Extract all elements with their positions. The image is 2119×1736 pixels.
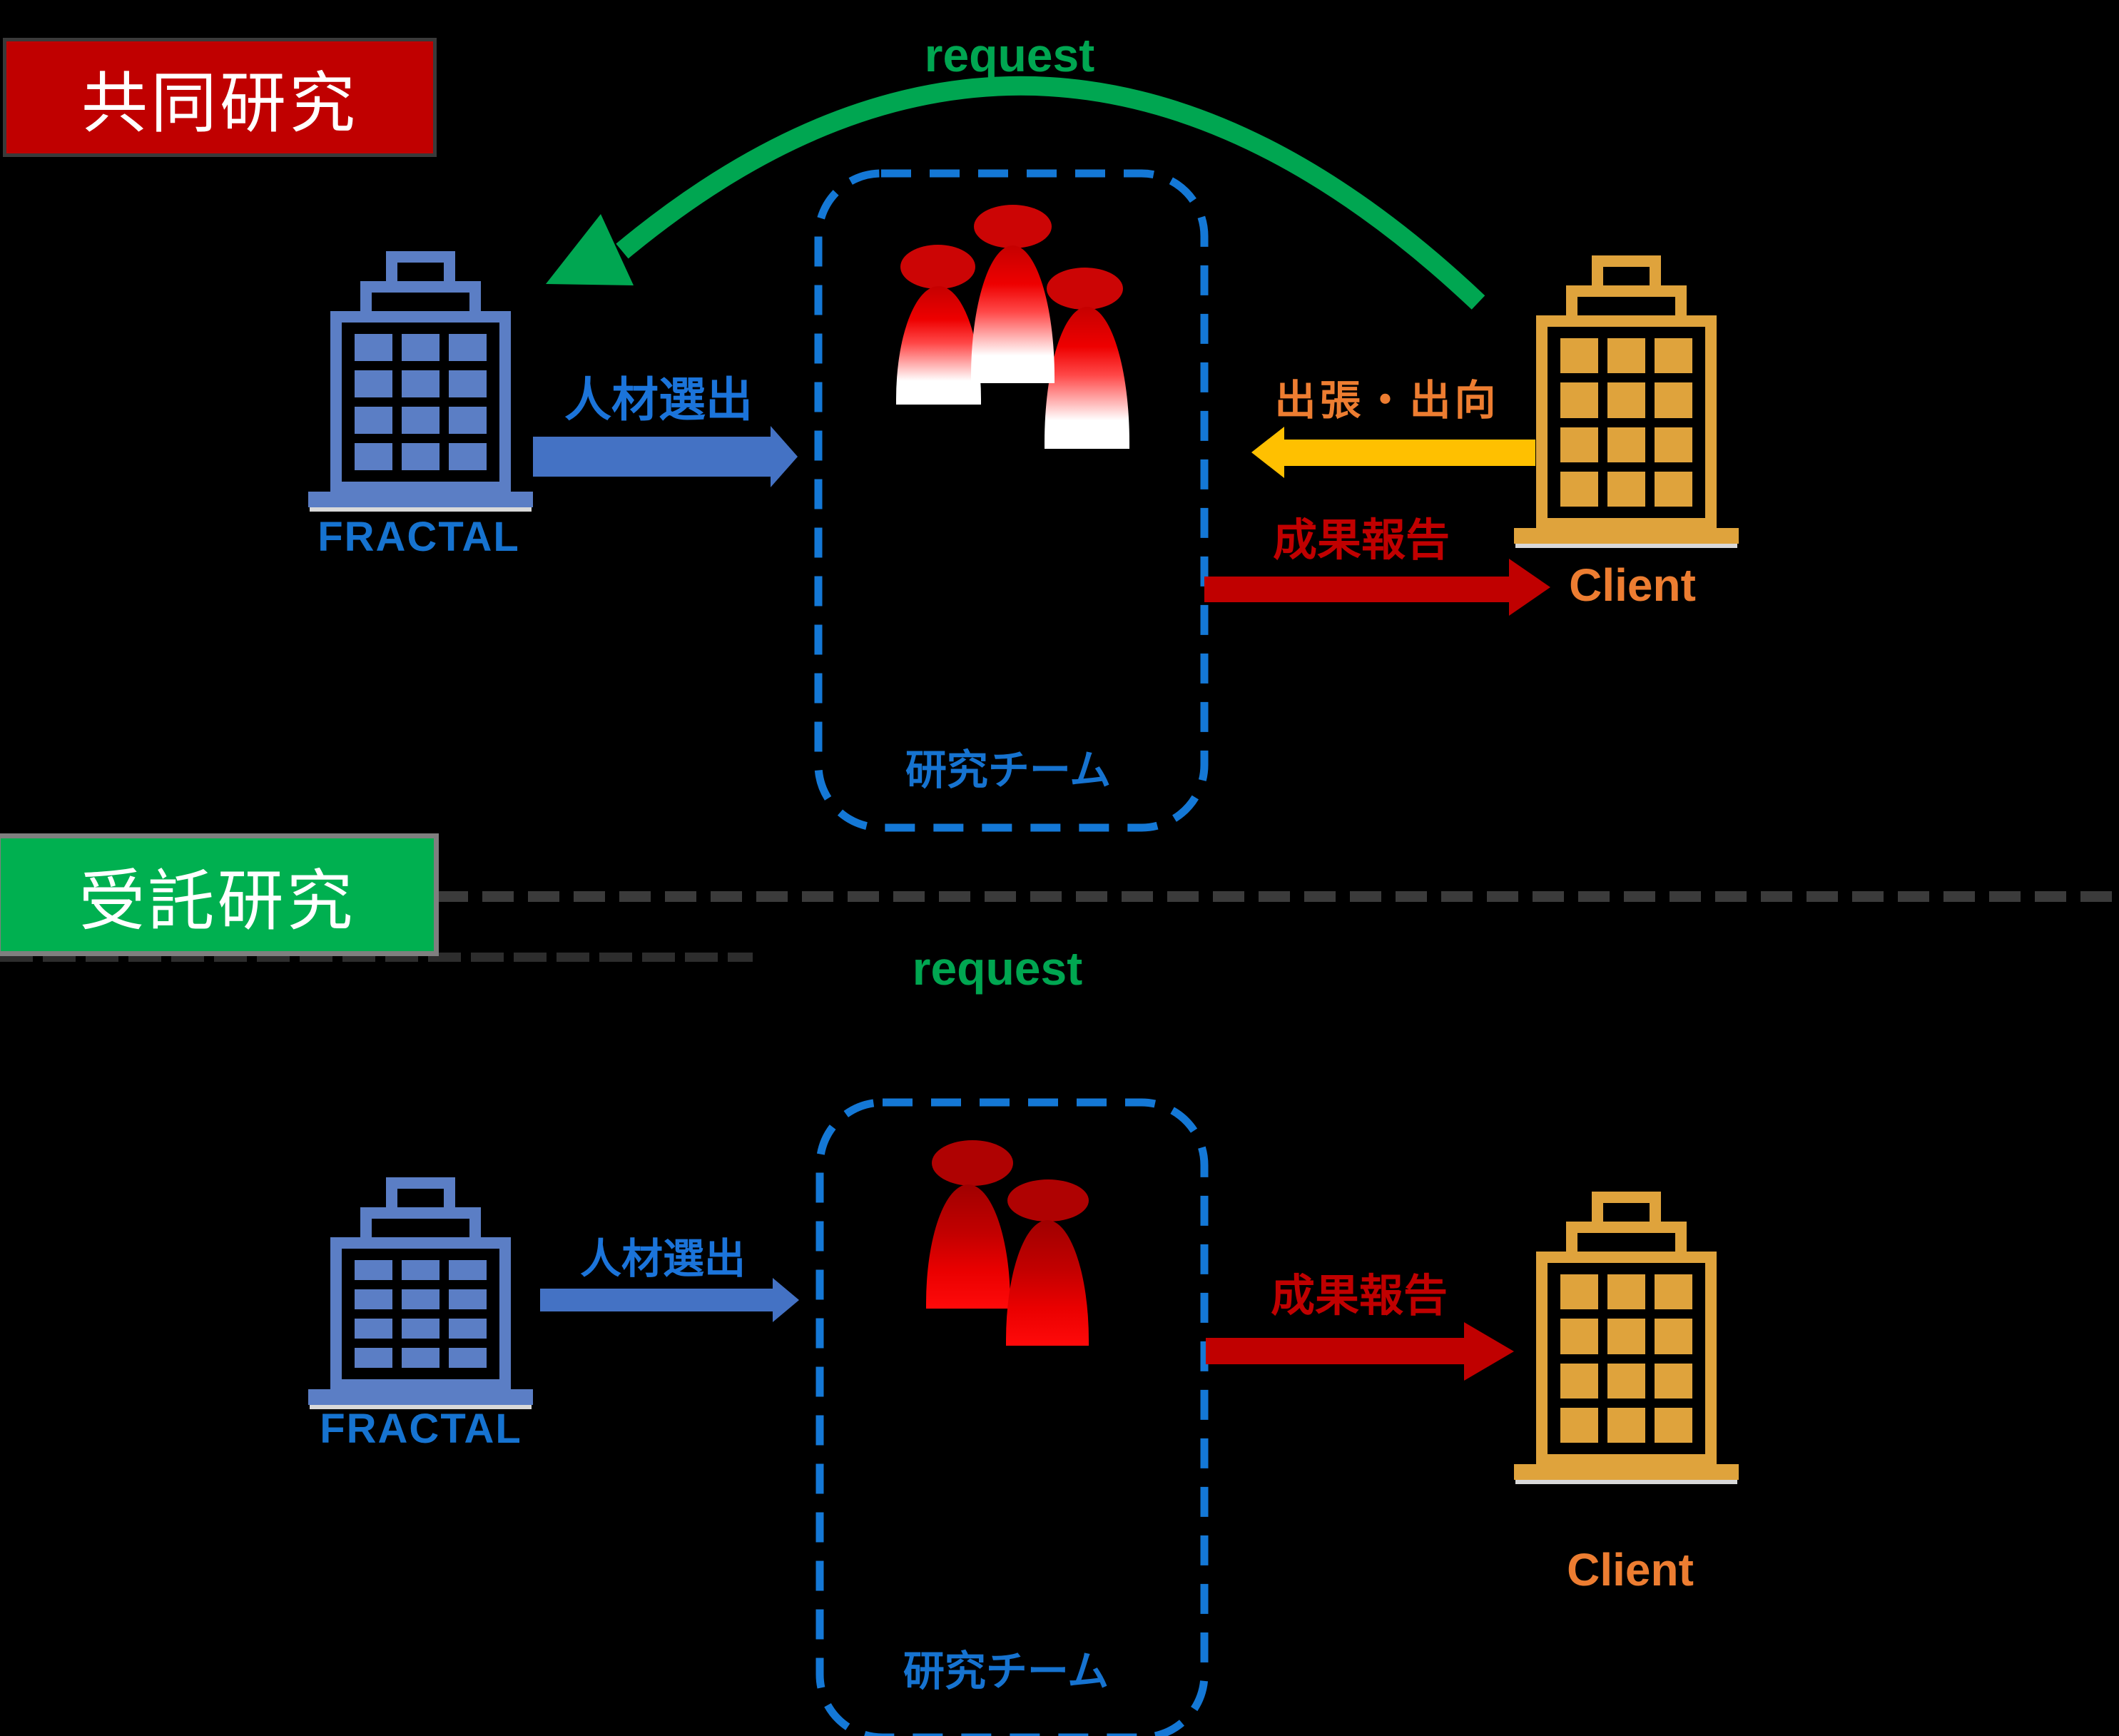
contract-request-label: request (912, 942, 1083, 995)
building-body (1536, 315, 1717, 529)
request-curved-arrow (616, 76, 1485, 310)
person-icon (932, 1140, 1013, 1186)
joint-dispatch-arrowhead-icon (1251, 427, 1284, 478)
contract-research-banner-label: 受託研究 (78, 863, 356, 938)
building-base (1514, 528, 1739, 544)
joint-team-label: 研究チーム (905, 747, 1112, 793)
joint-team-box (814, 169, 1209, 832)
person-icon (1007, 1179, 1089, 1222)
section-divider-dashed-line (437, 891, 2119, 902)
request-arrowhead-icon (546, 214, 634, 285)
contract-select-arrow-label: 人材選出 (579, 1236, 746, 1282)
contract-fractal-label: FRACTAL (320, 1406, 522, 1452)
contract-report-arrowhead-icon (1464, 1322, 1514, 1381)
joint-fractal-label: FRACTAL (317, 514, 520, 560)
contract-research-banner: 受託研究 (0, 833, 439, 956)
joint-client-label: Client (1569, 559, 1696, 611)
joint-select-arrow-label: 人材選出 (564, 373, 753, 426)
joint-research-banner: 共同研究 (3, 38, 437, 157)
building-base (1514, 1464, 1739, 1480)
building-base-underline (310, 507, 532, 512)
joint-request-label: request (924, 29, 1095, 81)
contract-select-arrow (540, 1289, 773, 1311)
joint-research-banner-label: 共同研究 (81, 66, 358, 141)
contract-client-label: Client (1567, 1544, 1694, 1595)
person-icon (1047, 268, 1123, 310)
building-base-underline (1515, 1480, 1737, 1484)
building-base-underline (1515, 544, 1737, 548)
person-icon (900, 245, 975, 289)
contract-report-arrow (1206, 1338, 1464, 1364)
joint-dispatch-arrow-label: 出張・出向 (1274, 377, 1500, 424)
joint-select-arrowhead-icon (771, 426, 798, 487)
contract-report-arrow-label: 成果報告 (1270, 1271, 1448, 1321)
building-body (330, 1237, 511, 1391)
joint-dispatch-arrow (1284, 440, 1535, 466)
joint-report-arrowhead-icon (1509, 559, 1550, 616)
building-base (308, 1389, 533, 1405)
joint-report-arrow (1204, 577, 1509, 602)
contract-team-box (815, 1098, 1209, 1736)
joint-report-arrow-label: 成果報告 (1272, 516, 1450, 565)
building-body (1536, 1252, 1717, 1466)
building-base (308, 492, 533, 507)
contract-select-arrowhead-icon (773, 1278, 799, 1322)
joint-select-arrow (533, 437, 771, 477)
building-body (330, 311, 511, 493)
person-icon (974, 205, 1052, 248)
building-base-underline (310, 1405, 532, 1409)
contract-team-label: 研究チーム (903, 1648, 1109, 1695)
